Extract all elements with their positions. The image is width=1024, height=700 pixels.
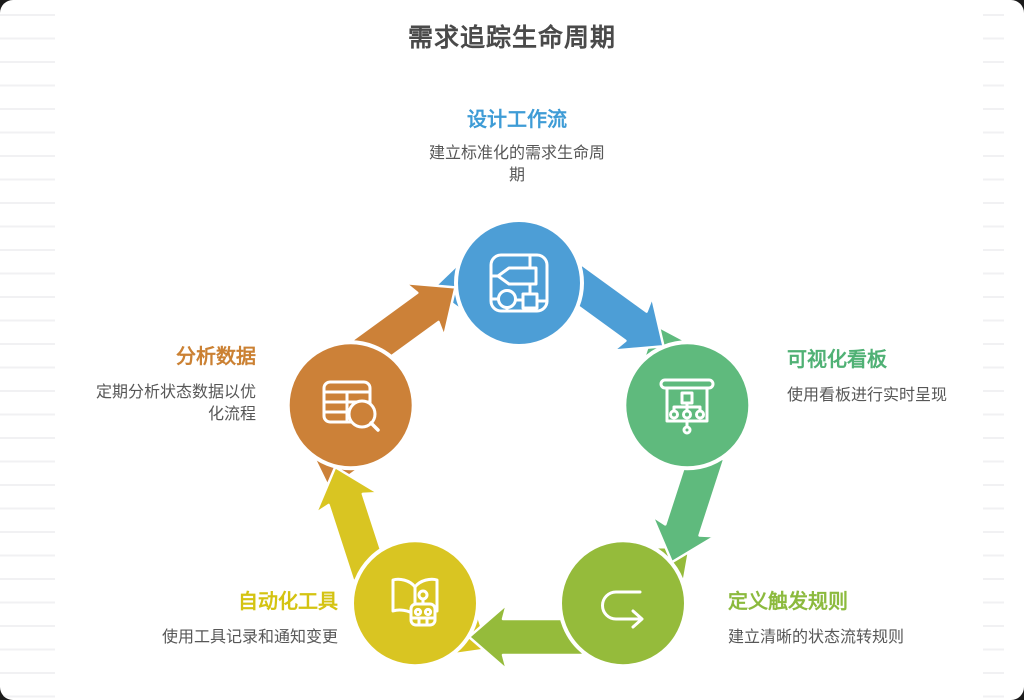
node-label-visual-board: 可视化看板 使用看板进行实时呈现 [787,347,999,407]
cycle-arrow [467,602,585,672]
node-title: 可视化看板 [787,349,887,371]
node-label-analyze-data: 分析数据 定期分析状态数据以优化流程 [84,344,256,425]
table-magnifier-icon [322,380,380,432]
node-circle-trigger-rules [558,538,688,669]
page-title: 需求追踪生命周期 [407,24,616,52]
book-robot-icon [391,577,439,627]
node-description: 使用看板进行实时呈现 [787,387,948,404]
presentation-board-icon [659,378,715,435]
node-description: 建立清晰的状态流转规则 [728,629,905,646]
ruled-paper-lines-right [983,0,1004,700]
cycle-flow-layer [285,218,753,672]
node-label-trigger-rules: 定义触发规则 建立清晰的状态流转规则 [728,589,950,649]
node-title: 自动化工具 [238,591,338,613]
node-description: 使用工具记录和通知变更 [161,629,338,646]
cycle-arrow [559,263,665,352]
node-title: 分析数据 [176,346,256,368]
node-label-design-workflow: 设计工作流 建立标准化的需求生命周期 [389,107,645,186]
node-description: 建立标准化的需求生命周期 [428,145,605,184]
node-title: 设计工作流 [467,109,567,131]
node-title: 定义触发规则 [728,591,848,613]
node-label-automation-tools: 自动化工具 使用工具记录和通知变更 [108,589,338,649]
cycle-arrow [314,465,389,583]
flowchart-icon [489,253,549,313]
node-description: 定期分析状态数据以优化流程 [95,384,256,423]
loop-arrow-icon [601,590,644,629]
ruled-paper-lines-left [0,0,55,700]
cycle-arrow [650,447,726,564]
